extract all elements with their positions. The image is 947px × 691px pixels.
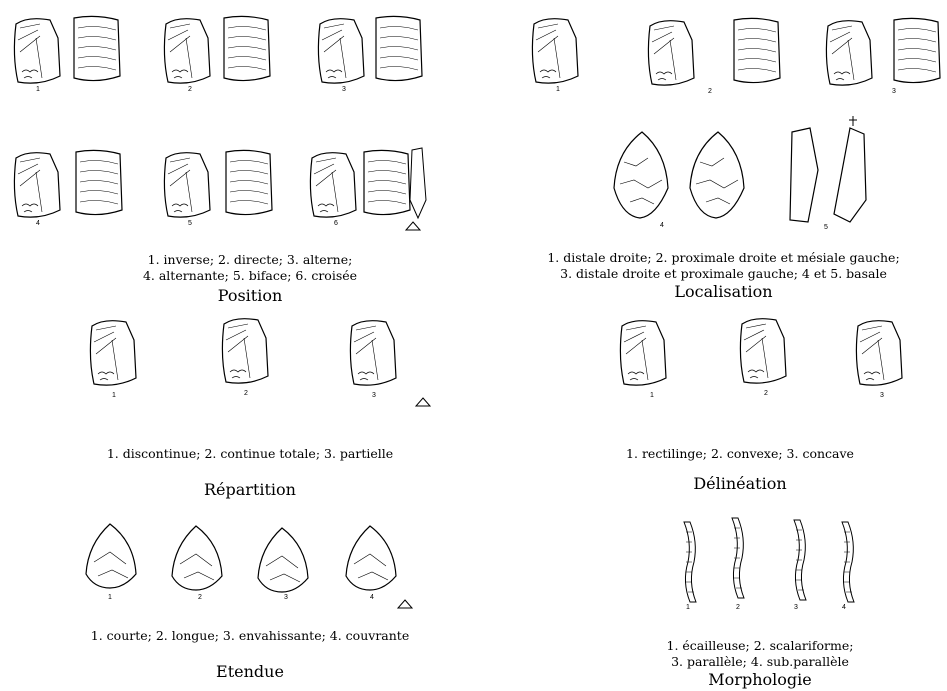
figure-number: 1 bbox=[556, 86, 560, 93]
position-caption-line1: 1. inverse; 2. directe; 3. alterne; bbox=[40, 252, 460, 267]
figure-number: 1 bbox=[36, 86, 40, 93]
figure-number: 2 bbox=[736, 604, 740, 611]
localisation-title: Localisation bbox=[500, 282, 947, 301]
figure-number: 4 bbox=[370, 594, 374, 601]
morphologie-title: Morphologie bbox=[580, 670, 940, 689]
etendue-drawings bbox=[86, 524, 412, 608]
etendue-title: Etendue bbox=[40, 662, 460, 681]
figure-number: 4 bbox=[660, 222, 664, 229]
localisation-caption-line2: 3. distale droite et proximale gauche; 4… bbox=[500, 266, 947, 281]
repartition-drawings bbox=[90, 319, 430, 406]
figure-number: 3 bbox=[794, 604, 798, 611]
figure-number: 4 bbox=[36, 220, 40, 227]
morphologie-caption-line2: 3. parallèle; 4. sub.parallèle bbox=[580, 654, 940, 669]
etendue-caption: 1. courte; 2. longue; 3. envahissante; 4… bbox=[40, 628, 460, 643]
figure-number: 2 bbox=[188, 86, 192, 93]
figure-number: 3 bbox=[880, 392, 884, 399]
figure-number: 5 bbox=[824, 224, 828, 231]
figure-number: 6 bbox=[334, 220, 338, 227]
delineation-caption: 1. rectilinge; 2. convexe; 3. concave bbox=[540, 446, 940, 461]
position-title: Position bbox=[40, 286, 460, 305]
localisation-drawings bbox=[532, 18, 940, 222]
figure-number: 3 bbox=[892, 88, 896, 95]
figure-number: 5 bbox=[188, 220, 192, 227]
figure-number: 3 bbox=[342, 86, 346, 93]
repartition-caption: 1. discontinue; 2. continue totale; 3. p… bbox=[40, 446, 460, 461]
figure-number: 1 bbox=[686, 604, 690, 611]
position-caption-line2: 4. alternante; 5. biface; 6. croisée bbox=[40, 268, 460, 283]
figure-number: 2 bbox=[708, 88, 712, 95]
figure-number: 2 bbox=[198, 594, 202, 601]
figure-number: 1 bbox=[650, 392, 654, 399]
figure-number: 2 bbox=[764, 390, 768, 397]
figure-number: 3 bbox=[284, 594, 288, 601]
repartition-title: Répartition bbox=[40, 480, 460, 499]
figure-number: 1 bbox=[112, 392, 116, 399]
figure-number: 4 bbox=[842, 604, 846, 611]
morphologie-drawings bbox=[684, 518, 854, 602]
localisation-caption-line1: 1. distale droite; 2. proximale droite e… bbox=[500, 250, 947, 265]
figure-number: 2 bbox=[244, 390, 248, 397]
delineation-title: Délinéation bbox=[540, 474, 940, 493]
figure-number: 1 bbox=[108, 594, 112, 601]
position-drawings bbox=[14, 16, 426, 230]
delineation-drawings bbox=[620, 319, 902, 385]
morphologie-caption-line1: 1. écailleuse; 2. scalariforme; bbox=[580, 638, 940, 653]
figure-number: 3 bbox=[372, 392, 376, 399]
